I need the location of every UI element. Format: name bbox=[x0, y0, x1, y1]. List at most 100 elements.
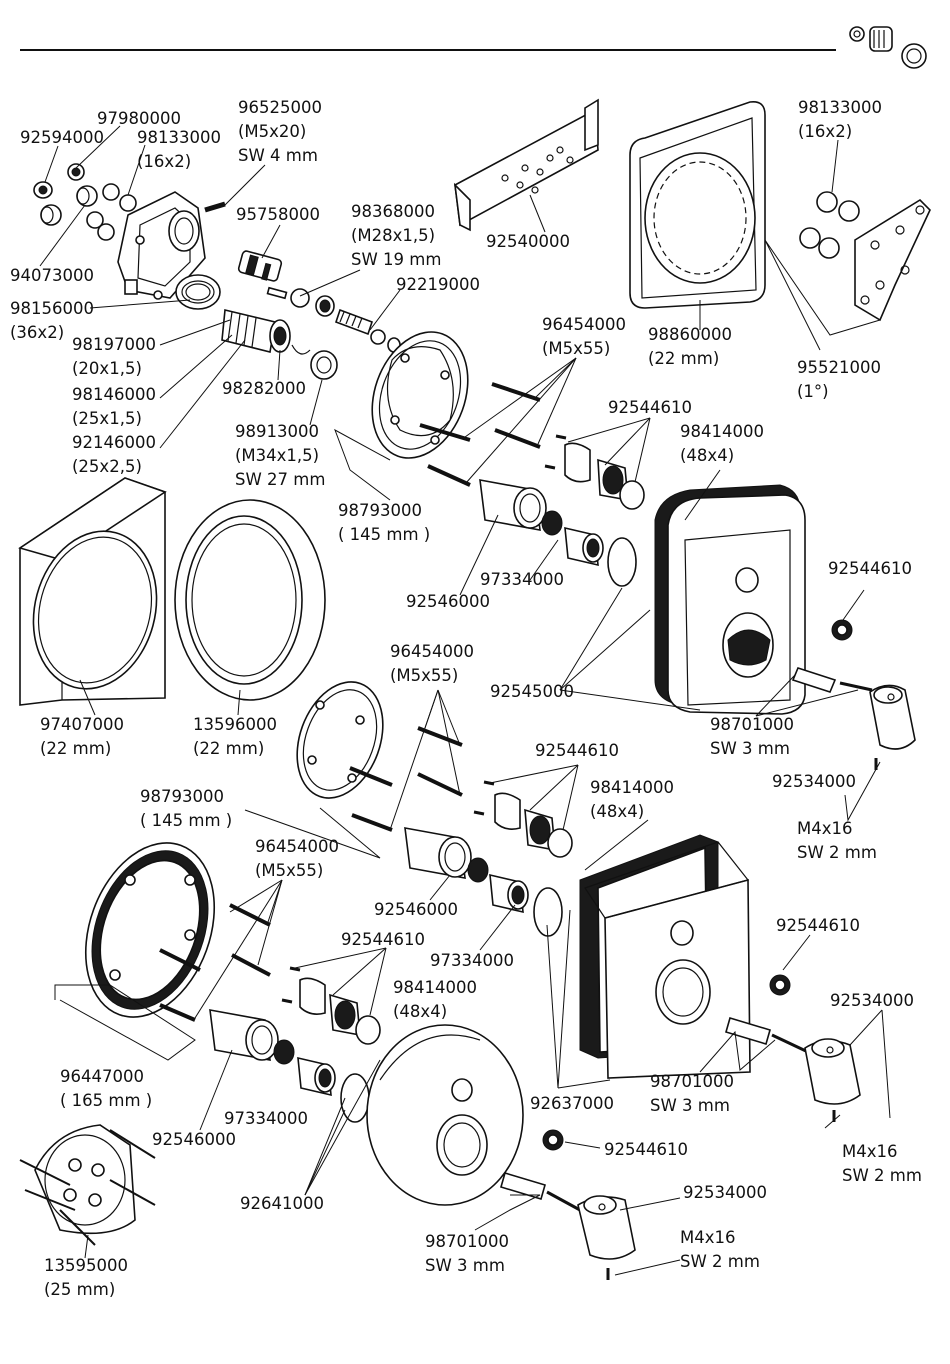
part-label-line: (22 mm) bbox=[193, 739, 264, 758]
extension-sleeve-middle bbox=[404, 827, 563, 937]
part-label-line: M4x16 bbox=[842, 1142, 898, 1161]
part-label-line: 95758000 bbox=[236, 205, 320, 224]
part-label-line: (1°) bbox=[797, 382, 829, 401]
part-label-line: 98701000 bbox=[650, 1072, 734, 1091]
part-label-line: 98133000 bbox=[798, 98, 882, 117]
square-trim-plate-upper bbox=[654, 484, 806, 715]
part-label-line: (20x1,5) bbox=[72, 359, 142, 378]
screw-m5x20 bbox=[204, 201, 226, 213]
handle-components-bottom bbox=[500, 1129, 636, 1280]
part-label: 96525000(M5x20)SW 4 mm bbox=[238, 98, 322, 165]
long-screws-middle bbox=[349, 726, 463, 832]
part-label-line: 92146000 bbox=[72, 433, 156, 452]
part-label-line: ( 145 mm ) bbox=[140, 811, 232, 830]
part-label-line: SW 2 mm bbox=[842, 1166, 922, 1185]
part-label: 13596000(22 mm) bbox=[193, 715, 277, 758]
part-label: 95521000 (1°) bbox=[797, 358, 881, 401]
spacer-ring-22mm bbox=[174, 499, 326, 701]
square-trim-plate-middle bbox=[579, 834, 751, 1079]
mixing-valve-body bbox=[117, 191, 221, 310]
part-label-line: 98701000 bbox=[710, 715, 794, 734]
clip-and-adapter-upper bbox=[544, 434, 645, 510]
diverter-cartridge bbox=[221, 309, 311, 355]
part-label-line: 92534000 bbox=[772, 772, 856, 791]
round-mounting-rosette-middle bbox=[296, 681, 384, 799]
part-label: 98282000 bbox=[222, 379, 306, 398]
part-label-line: 92637000 bbox=[530, 1094, 614, 1113]
square-cover-plate-left bbox=[18, 477, 167, 706]
part-label: 92544610 bbox=[604, 1140, 688, 1159]
clip-and-adapter-middle bbox=[473, 780, 573, 858]
part-label-line: 95521000 bbox=[797, 358, 881, 377]
part-label: 98414000(48x4) bbox=[680, 422, 764, 465]
part-label-line: SW 3 mm bbox=[425, 1256, 505, 1275]
part-label: 96447000( 165 mm ) bbox=[60, 1067, 152, 1110]
part-label-line: 92534000 bbox=[830, 991, 914, 1010]
part-label-line: (25x1,5) bbox=[72, 409, 142, 428]
part-label-line: M4x16 bbox=[797, 819, 853, 838]
extension-sleeve-bottom bbox=[209, 1009, 370, 1123]
part-label-line: SW 19 mm bbox=[351, 250, 441, 269]
part-label: 92540000 bbox=[486, 232, 570, 251]
clip-and-adapter-bottom bbox=[281, 966, 381, 1045]
part-label-line: (M5x20) bbox=[238, 122, 306, 141]
part-label-line: 97334000 bbox=[224, 1109, 308, 1128]
part-label: 98133000(16x2) bbox=[137, 128, 221, 171]
part-label-line: 96454000 bbox=[542, 315, 626, 334]
part-label: 92534000 bbox=[683, 1183, 767, 1202]
part-label: 92544610 bbox=[341, 930, 425, 949]
part-label: 98793000( 145 mm ) bbox=[140, 787, 232, 830]
part-label: 92546000 bbox=[152, 1130, 236, 1149]
angle-wedge-plate bbox=[854, 198, 931, 322]
part-label-line: 92544610 bbox=[341, 930, 425, 949]
part-label-line: 98414000 bbox=[590, 778, 674, 797]
part-label-line: SW 27 mm bbox=[235, 470, 325, 489]
part-label-line: 92544610 bbox=[535, 741, 619, 760]
part-label-line: 98414000 bbox=[393, 978, 477, 997]
part-label: 92544610 bbox=[608, 398, 692, 417]
part-label: 98701000 SW 3 mm bbox=[650, 1072, 734, 1115]
extension-spindle bbox=[334, 308, 401, 353]
part-label-line: 92594000 bbox=[20, 128, 104, 147]
part-label-line: 98414000 bbox=[680, 422, 764, 441]
part-label-line: SW 3 mm bbox=[650, 1096, 730, 1115]
part-label: 92534000 bbox=[830, 991, 914, 1010]
part-label: 92534000 bbox=[772, 772, 856, 791]
part-label: 92594000 bbox=[20, 128, 104, 147]
part-label: 92546000 bbox=[406, 592, 490, 611]
part-label-line: 98197000 bbox=[72, 335, 156, 354]
part-label-line: 98133000 bbox=[137, 128, 221, 147]
part-label-line: (M34x1,5) bbox=[235, 446, 319, 465]
long-screws-upper bbox=[419, 382, 541, 487]
part-label-line: SW 2 mm bbox=[680, 1252, 760, 1271]
part-label: 98146000 (25x1,5) bbox=[72, 385, 156, 428]
part-label: 97334000 bbox=[430, 951, 514, 970]
part-label: 97407000(22 mm) bbox=[40, 715, 124, 758]
part-label-line: 92546000 bbox=[152, 1130, 236, 1149]
part-label-line: SW 3 mm bbox=[710, 739, 790, 758]
cartridge-set-icon bbox=[849, 26, 927, 69]
part-label-line: 98146000 bbox=[72, 385, 156, 404]
part-label: 95758000 bbox=[236, 205, 320, 224]
part-label-line: M4x16 bbox=[680, 1228, 736, 1247]
nut-m28 bbox=[290, 288, 335, 317]
round-trim-plate bbox=[366, 1024, 524, 1206]
part-label: M4x16 SW 2 mm bbox=[842, 1142, 922, 1185]
part-label: 97980000 bbox=[97, 109, 181, 128]
part-label-line: 94073000 bbox=[10, 266, 94, 285]
part-label: 96454000(M5x55) bbox=[390, 642, 474, 685]
part-label: 97334000 bbox=[480, 570, 564, 589]
part-label-line: 98368000 bbox=[351, 202, 435, 221]
part-label: 92641000 bbox=[240, 1194, 324, 1213]
part-label-line: 97334000 bbox=[430, 951, 514, 970]
part-label-line: 92544610 bbox=[776, 916, 860, 935]
part-label: 13595000(25 mm) bbox=[44, 1256, 128, 1299]
part-label-line: 13595000 bbox=[44, 1256, 128, 1275]
small-nipples bbox=[33, 163, 98, 226]
part-label-line: 92544610 bbox=[608, 398, 692, 417]
plaster-guard-25mm bbox=[19, 1124, 156, 1246]
square-plaster-guard bbox=[629, 100, 766, 309]
part-label: 98414000(48x4) bbox=[590, 778, 674, 821]
